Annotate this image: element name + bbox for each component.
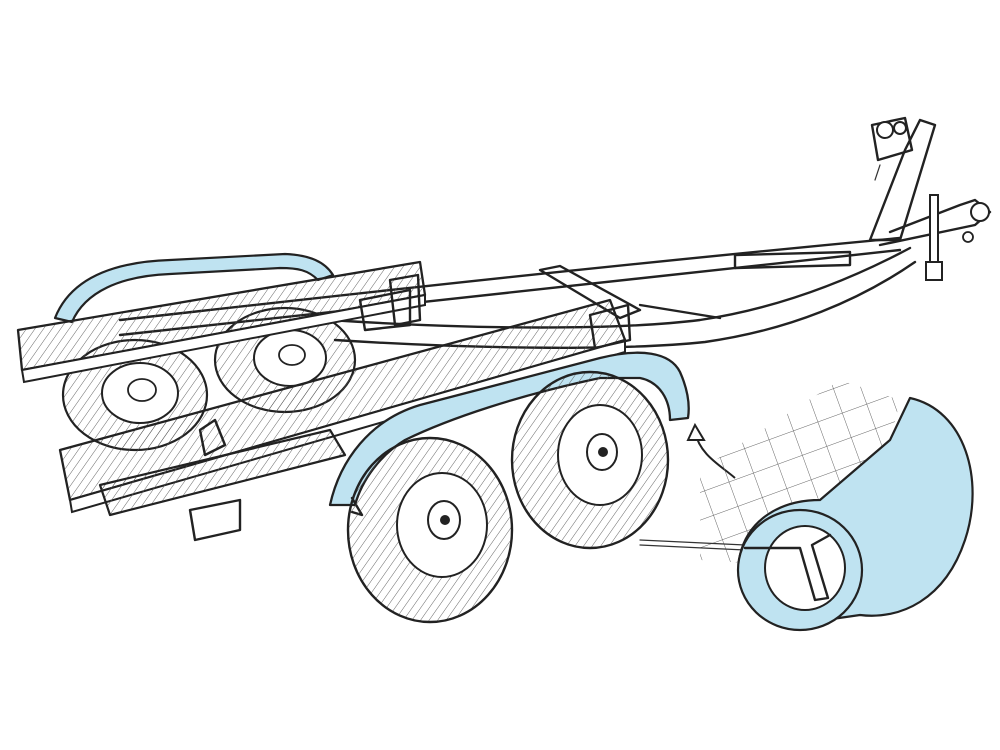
- near-wheels: [346, 370, 670, 624]
- rear-crossbeam: [98, 418, 347, 542]
- far-wheels: [61, 306, 357, 452]
- trailer-frame: [118, 116, 992, 349]
- fender-guard-detail: [639, 380, 974, 632]
- left-bunk: [16, 260, 427, 384]
